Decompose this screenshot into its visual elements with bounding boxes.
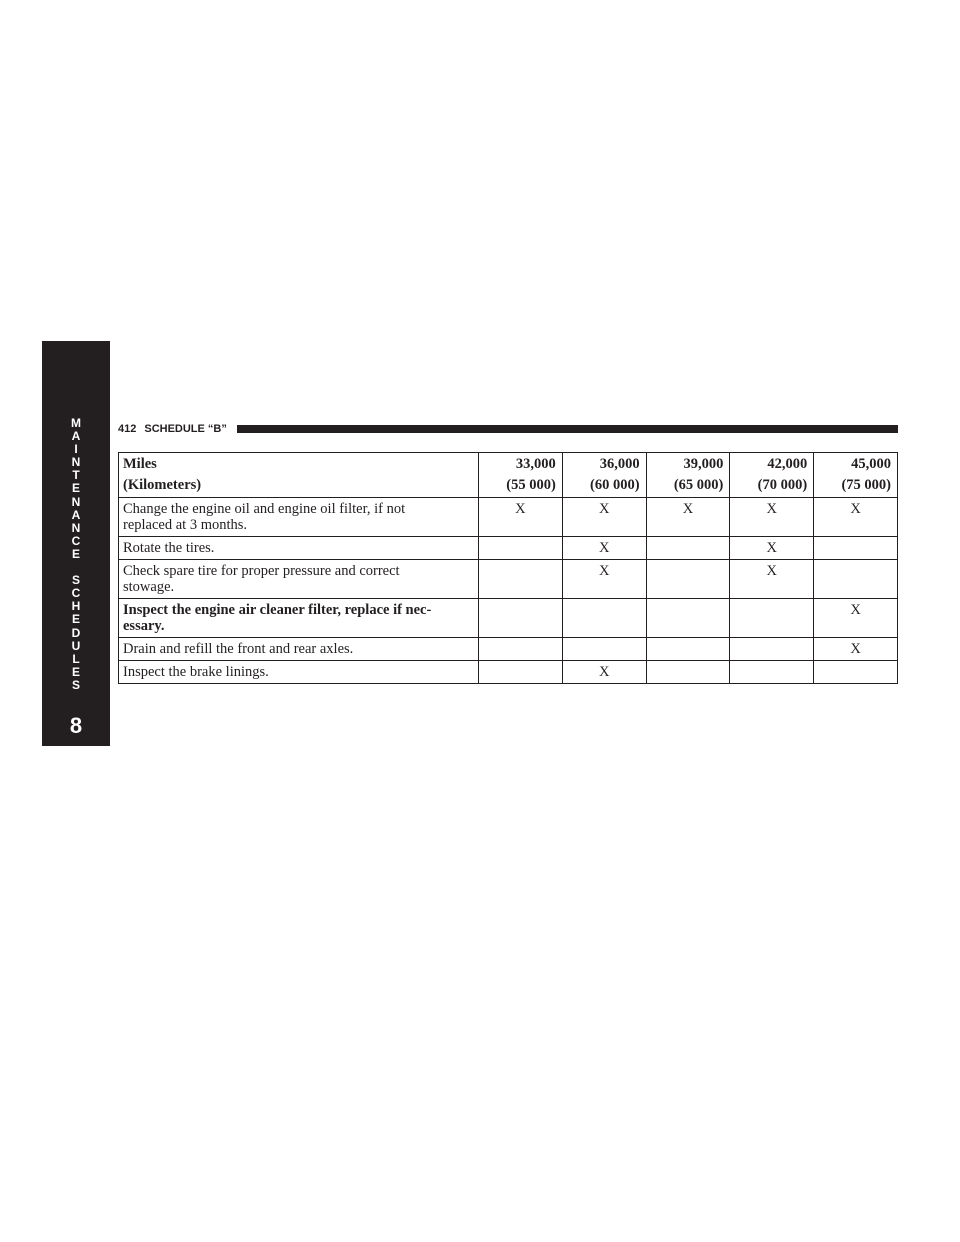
task-text-line: stowage. bbox=[123, 579, 175, 595]
side-tab-letter: D bbox=[71, 625, 81, 640]
interval-mark-cell: X bbox=[729, 559, 815, 599]
table-row: Drain and refill the front and rear axle… bbox=[118, 637, 898, 661]
side-tab-letter: E bbox=[71, 546, 80, 561]
interval-km: (65 000) bbox=[673, 477, 724, 493]
side-tab-letter: S bbox=[71, 573, 80, 588]
side-tab-letter: N bbox=[71, 455, 81, 470]
page-header: 412 SCHEDULE “B” bbox=[118, 421, 898, 437]
task-cell: Rotate the tires. bbox=[118, 536, 479, 560]
side-tab-letter: M bbox=[71, 416, 81, 430]
interval-mark-cell bbox=[478, 598, 563, 638]
interval-column-header: 36,000 (60 000) bbox=[561, 452, 647, 498]
interval-column-header: 45,000 (75 000) bbox=[813, 452, 898, 498]
side-tab-letter: U bbox=[71, 638, 81, 653]
interval-mark-cell bbox=[478, 536, 563, 560]
task-text-line: replaced at 3 months. bbox=[123, 517, 248, 533]
chapter-number: 8 bbox=[69, 713, 83, 738]
side-tab-letter: T bbox=[72, 468, 80, 483]
header-rule bbox=[236, 425, 898, 433]
side-tab-letter: A bbox=[71, 429, 81, 444]
interval-mark-cell bbox=[478, 637, 563, 661]
side-tab-letter: C bbox=[71, 533, 81, 548]
table-row: Inspect the brake linings. X bbox=[118, 660, 898, 684]
side-tab-letter: E bbox=[71, 481, 80, 496]
task-text-line: Inspect the engine air cleaner filter, r… bbox=[123, 602, 432, 618]
page-number: 412 bbox=[118, 423, 137, 435]
side-tab-letter: A bbox=[71, 507, 81, 522]
side-tab-letter: L bbox=[72, 651, 80, 666]
task-cell: Change the engine oil and engine oil fil… bbox=[118, 497, 479, 537]
miles-label: Miles bbox=[123, 456, 157, 472]
task-cell: Inspect the engine air cleaner filter, r… bbox=[118, 598, 479, 638]
interval-mark-cell bbox=[478, 660, 563, 684]
side-tab-letter: N bbox=[71, 520, 81, 535]
side-tab-letter: E bbox=[71, 612, 80, 627]
interval-mark-cell bbox=[645, 559, 731, 599]
kilometers-label: (Kilometers) bbox=[123, 477, 202, 493]
interval-mark-cell: X bbox=[561, 559, 647, 599]
interval-miles: 33,000 bbox=[515, 456, 556, 472]
side-tab-letter: C bbox=[71, 586, 81, 601]
side-tab-letter: N bbox=[71, 494, 81, 509]
task-cell: Drain and refill the front and rear axle… bbox=[118, 637, 479, 661]
interval-miles: 36,000 bbox=[599, 456, 640, 472]
interval-km: (75 000) bbox=[841, 477, 891, 493]
interval-mark-cell bbox=[729, 637, 815, 661]
interval-mark-cell: X bbox=[813, 598, 898, 638]
interval-mark-cell: X bbox=[813, 497, 898, 537]
interval-column-header: 42,000 (70 000) bbox=[729, 452, 815, 498]
interval-miles: 42,000 bbox=[767, 456, 808, 472]
interval-mark-cell: X bbox=[729, 536, 815, 560]
interval-mark-cell bbox=[729, 660, 815, 684]
table-row: Check spare tire for proper pressure and… bbox=[118, 559, 898, 599]
interval-km: (55 000) bbox=[506, 477, 556, 493]
interval-mark-cell: X bbox=[729, 497, 815, 537]
table-header-row: Miles (Kilometers) 33,000 (55 000) 36,00… bbox=[118, 452, 898, 498]
interval-column-header: 39,000 (65 000) bbox=[645, 452, 731, 498]
task-text-line: Change the engine oil and engine oil fil… bbox=[123, 501, 406, 517]
side-tab-letter: I bbox=[74, 442, 78, 457]
task-text-line: essary. bbox=[123, 618, 165, 634]
interval-mark-cell bbox=[645, 536, 731, 560]
task-text-line: Rotate the tires. bbox=[123, 540, 215, 556]
task-text-line: Drain and refill the front and rear axle… bbox=[123, 641, 354, 657]
side-tab-letter: E bbox=[71, 664, 80, 679]
interval-mark-cell bbox=[813, 536, 898, 560]
schedule-rows: Change the engine oil and engine oil fil… bbox=[118, 497, 898, 684]
interval-km: (60 000) bbox=[590, 477, 640, 493]
task-cell: Inspect the brake linings. bbox=[118, 660, 479, 684]
interval-miles: 45,000 bbox=[851, 456, 891, 472]
interval-mark-cell: X bbox=[645, 497, 731, 537]
interval-mark-cell bbox=[645, 598, 731, 638]
interval-mark-cell: X bbox=[561, 497, 647, 537]
table-row: Rotate the tires. X X bbox=[118, 536, 898, 560]
interval-column-header: 33,000 (55 000) bbox=[478, 452, 563, 498]
interval-miles: 39,000 bbox=[683, 456, 724, 472]
maintenance-schedule-table: Miles (Kilometers) 33,000 (55 000) 36,00… bbox=[118, 452, 898, 684]
interval-mark-cell bbox=[813, 660, 898, 684]
task-text-line: Inspect the brake linings. bbox=[123, 664, 269, 680]
task-cell: Check spare tire for proper pressure and… bbox=[118, 559, 479, 599]
task-text-line: Check spare tire for proper pressure and… bbox=[123, 563, 400, 579]
interval-mark-cell bbox=[813, 559, 898, 599]
table-row: Change the engine oil and engine oil fil… bbox=[118, 497, 898, 537]
interval-mark-cell bbox=[729, 598, 815, 638]
interval-mark-cell bbox=[478, 559, 563, 599]
side-tab-letter: H bbox=[71, 599, 81, 614]
side-tab-letter: S bbox=[71, 677, 80, 692]
interval-mark-cell bbox=[561, 598, 647, 638]
interval-label-header: Miles (Kilometers) bbox=[118, 452, 479, 498]
interval-mark-cell bbox=[645, 637, 731, 661]
section-title: SCHEDULE “B” bbox=[144, 423, 227, 435]
interval-km: (70 000) bbox=[757, 477, 808, 493]
interval-mark-cell: X bbox=[478, 497, 563, 537]
interval-mark-cell bbox=[645, 660, 731, 684]
interval-mark-cell bbox=[561, 637, 647, 661]
interval-mark-cell: X bbox=[561, 536, 647, 560]
interval-mark-cell: X bbox=[561, 660, 647, 684]
table-row: Inspect the engine air cleaner filter, r… bbox=[118, 598, 898, 638]
interval-mark-cell: X bbox=[813, 637, 898, 661]
